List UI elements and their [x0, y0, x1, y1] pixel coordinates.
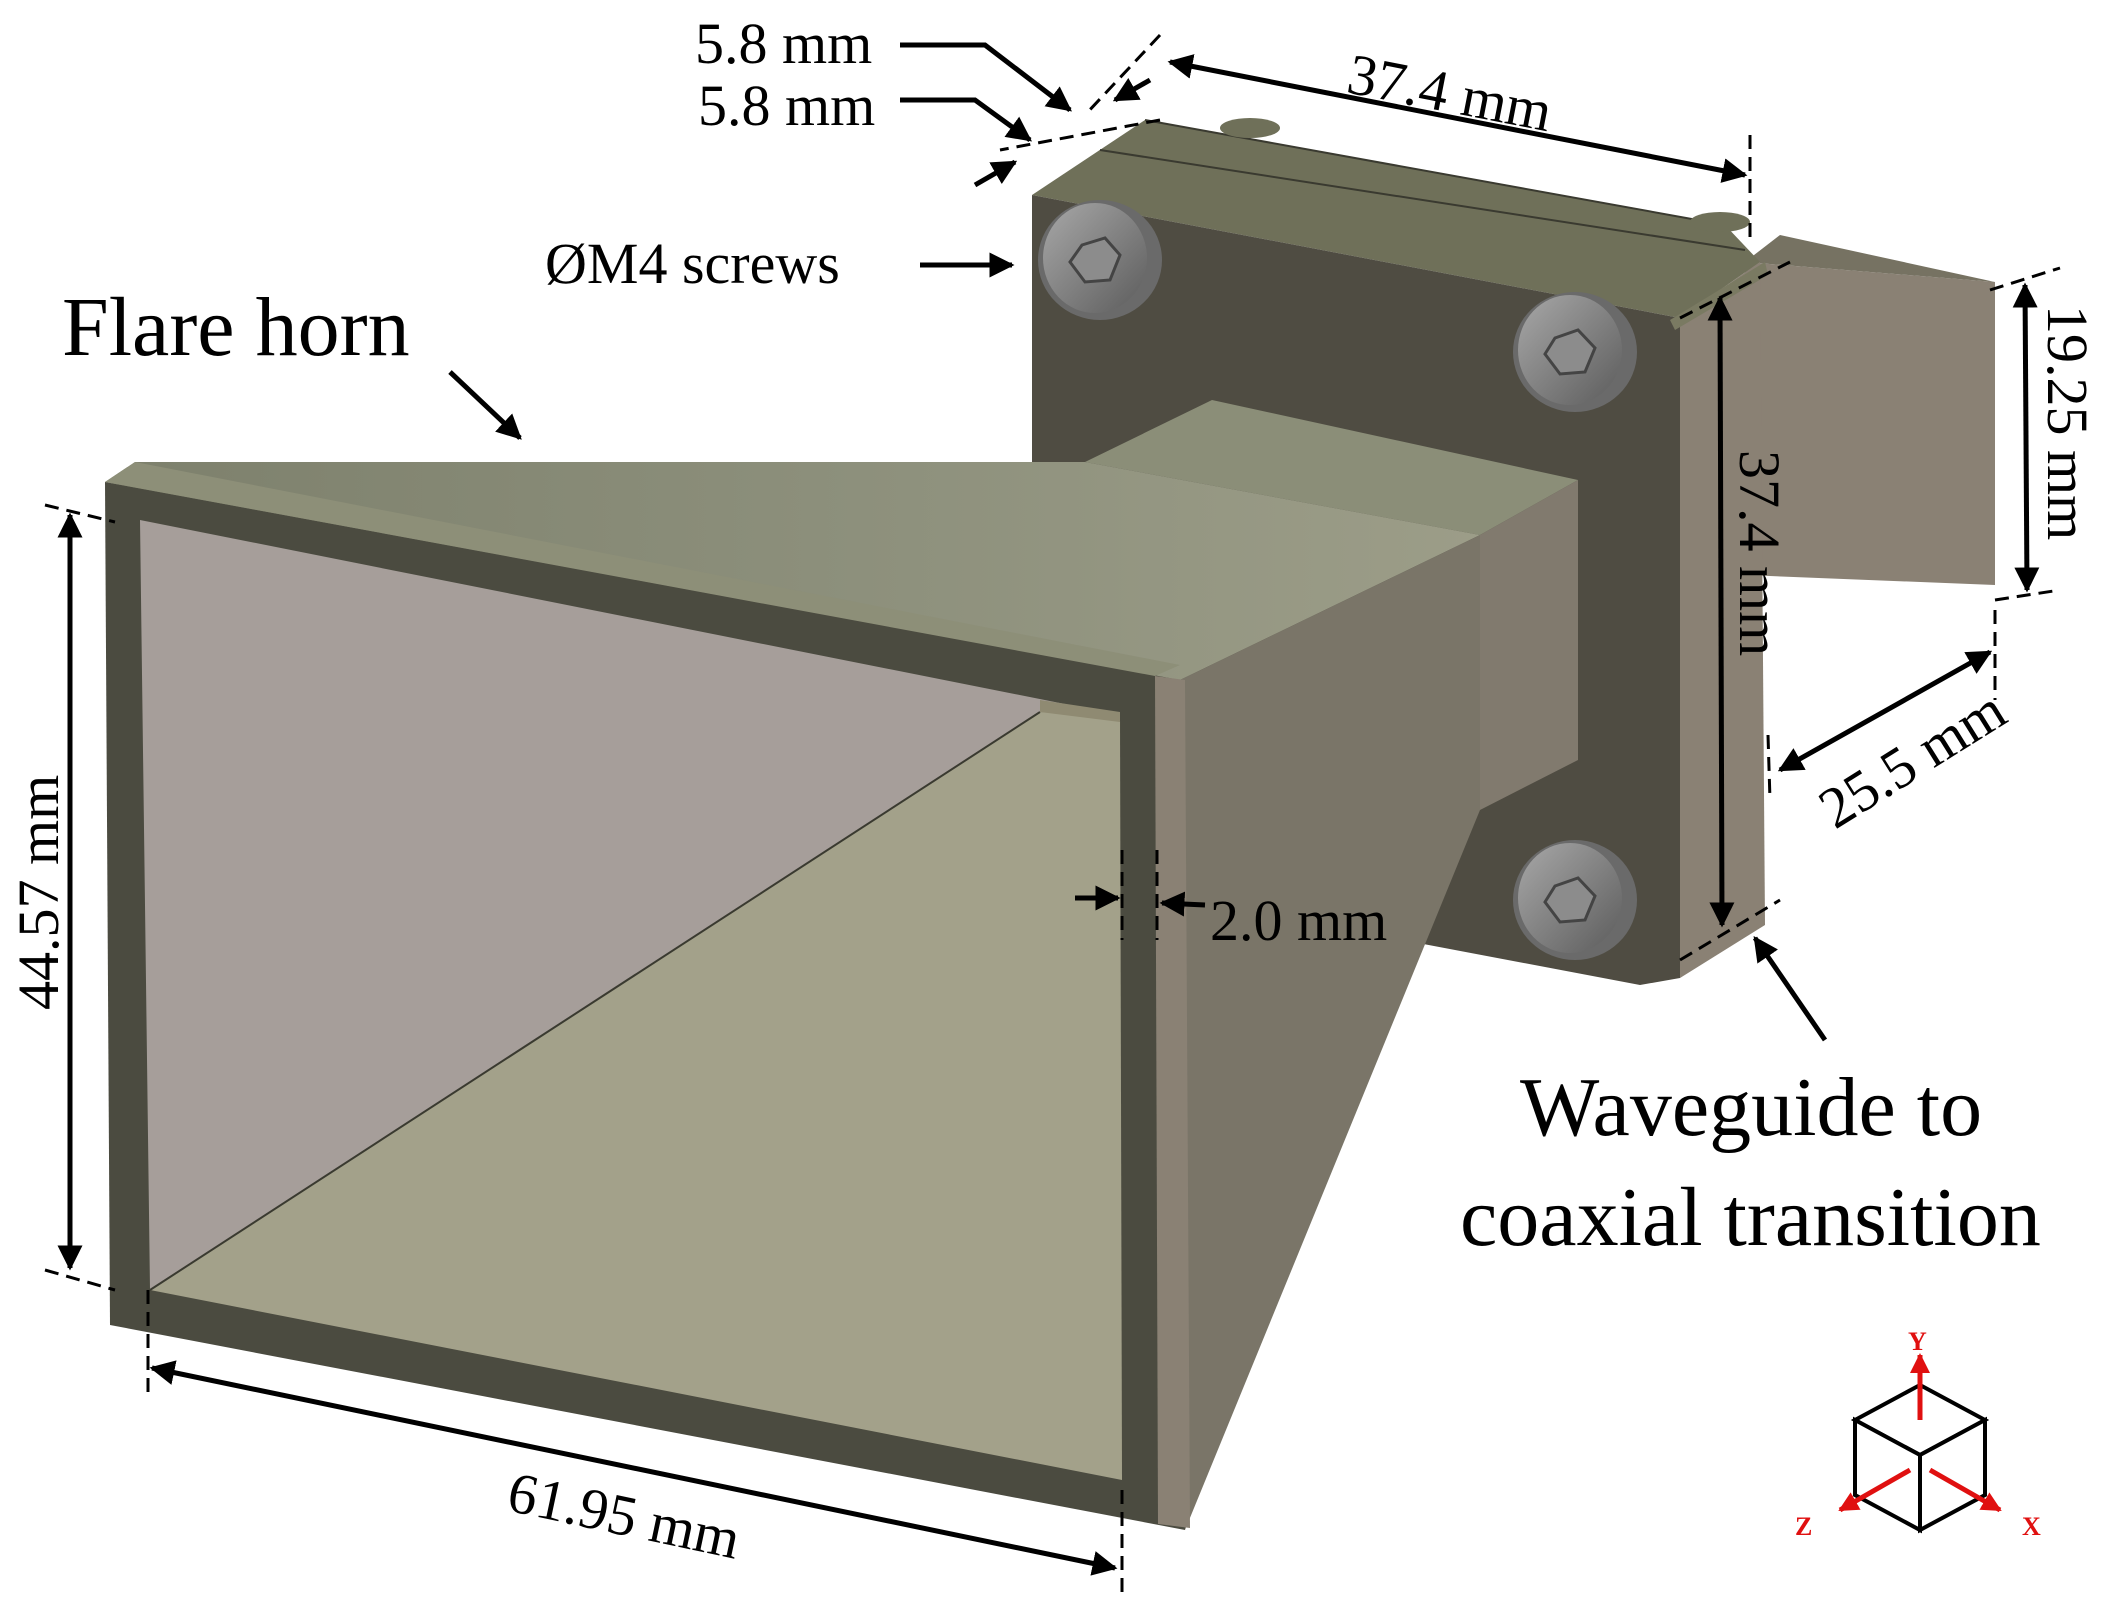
- horn-inner-upper: [140, 520, 1120, 1290]
- axis-y-label: Y: [1908, 1327, 1927, 1356]
- axis-triad-icon: Y Z X: [1795, 1327, 2041, 1541]
- dim-flange-height: 37.4 mm: [1679, 260, 1792, 962]
- label-transition: Waveguide to coaxial transition: [1460, 935, 2041, 1264]
- horn-top-face: [105, 462, 1480, 690]
- dim-flange-thickness-2-label: 5.8 mm: [698, 73, 875, 138]
- screw-top-stub: [1690, 212, 1750, 232]
- waveguide-transition: [1745, 235, 1995, 585]
- dim-aperture-height: 44.57 mm: [6, 503, 116, 1292]
- dim-waveguide-height-label: 19.25 mm: [2035, 305, 2100, 540]
- screw-head-icon: [1513, 292, 1637, 412]
- axis-z-label: Z: [1795, 1512, 1812, 1541]
- horn-neck-top: [1085, 400, 1578, 535]
- label-screws: ØM4 screws: [545, 231, 1015, 296]
- screw-head-icon: [1513, 840, 1637, 960]
- horn-inner-lower: [150, 712, 1122, 1480]
- flare-horn-label: Flare horn: [62, 281, 410, 374]
- dim-aperture-height-label: 44.57 mm: [6, 775, 71, 1010]
- dim-wall-thickness: 2.0 mm: [1075, 850, 1387, 953]
- dim-aperture-width-label: 61.95 mm: [502, 1459, 746, 1571]
- horn-lip-right: [1155, 676, 1190, 1528]
- horn-inner-throat: [1040, 700, 1120, 722]
- horn-neck-side: [1480, 480, 1578, 810]
- waveguide-top-face: [1745, 262, 1995, 585]
- dim-flange-width-label: 37.4 mm: [1343, 41, 1558, 144]
- screw-head-icon: [1038, 200, 1162, 320]
- axis-x-label: X: [2022, 1512, 2041, 1541]
- dim-waveguide-height: 19.25 mm: [1989, 266, 2100, 602]
- transition-label-line1: Waveguide to: [1520, 1061, 1982, 1154]
- flare-horn: [105, 400, 1578, 1530]
- dim-wall-thickness-label: 2.0 mm: [1210, 888, 1387, 953]
- screws: [1038, 118, 1750, 960]
- horn-top-edge: [105, 462, 1180, 676]
- waveguide-side-face: [1745, 235, 1995, 282]
- dim-flange-height-label: 37.4 mm: [1727, 450, 1792, 656]
- dim-flange-thickness: 5.8 mm 5.8 mm: [695, 11, 1162, 188]
- screw-top-stub: [1220, 118, 1280, 138]
- dim-flange-thickness-1-label: 5.8 mm: [695, 11, 872, 76]
- screws-label: ØM4 screws: [545, 231, 840, 296]
- horn-side-face: [1180, 535, 1480, 1530]
- transition-label-line2: coaxial transition: [1460, 1171, 2041, 1264]
- label-flare-horn: Flare horn: [62, 281, 522, 440]
